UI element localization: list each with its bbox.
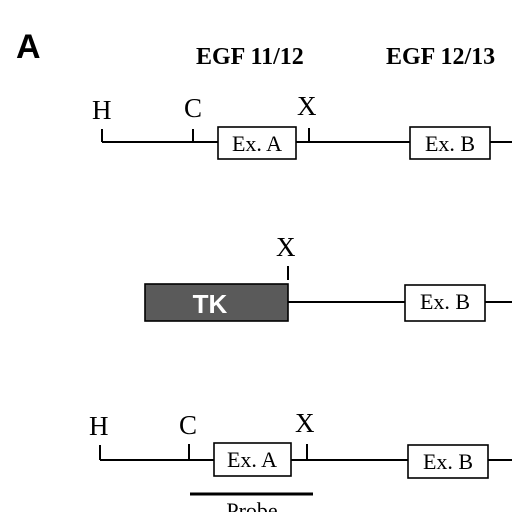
probe-label: Probe: [226, 498, 277, 512]
wildtype-locus: H C X Ex. A Ex. B: [92, 91, 512, 160]
wildtype-site-c: C: [184, 93, 202, 123]
wildtype-exon-a: [217, 126, 297, 160]
targeting-site-x: X: [276, 232, 296, 262]
wildtype-exon-a-label: Ex. A: [232, 131, 282, 156]
tk-label: TK: [193, 289, 228, 319]
targeting-exon-b-label: Ex. B: [420, 289, 470, 314]
header-egf-11-12: EGF 11/12: [196, 44, 304, 70]
recombined-site-h: H: [89, 411, 109, 441]
recombined-exon-b-label: Ex. B: [423, 449, 473, 474]
recombined-exon-a-label: Ex. A: [227, 447, 277, 472]
recombined-exon-b: [407, 444, 489, 479]
targeting-construct: TK X Ex. B: [144, 232, 512, 322]
wildtype-exon-b-label: Ex. B: [425, 131, 475, 156]
recombined-site-x: X: [295, 408, 315, 438]
header-egf-12-13: EGF 12/13: [386, 44, 495, 70]
recombined-locus: H C X Ex. A Ex. B Probe: [89, 408, 512, 512]
recombined-site-c: C: [179, 410, 197, 440]
panel-letter: A: [16, 28, 41, 66]
wildtype-exon-b: [409, 126, 491, 160]
wildtype-site-x: X: [297, 91, 317, 121]
wildtype-site-h: H: [92, 95, 112, 125]
recombined-exon-a: [213, 442, 292, 477]
targeting-exon-b: [404, 284, 486, 322]
